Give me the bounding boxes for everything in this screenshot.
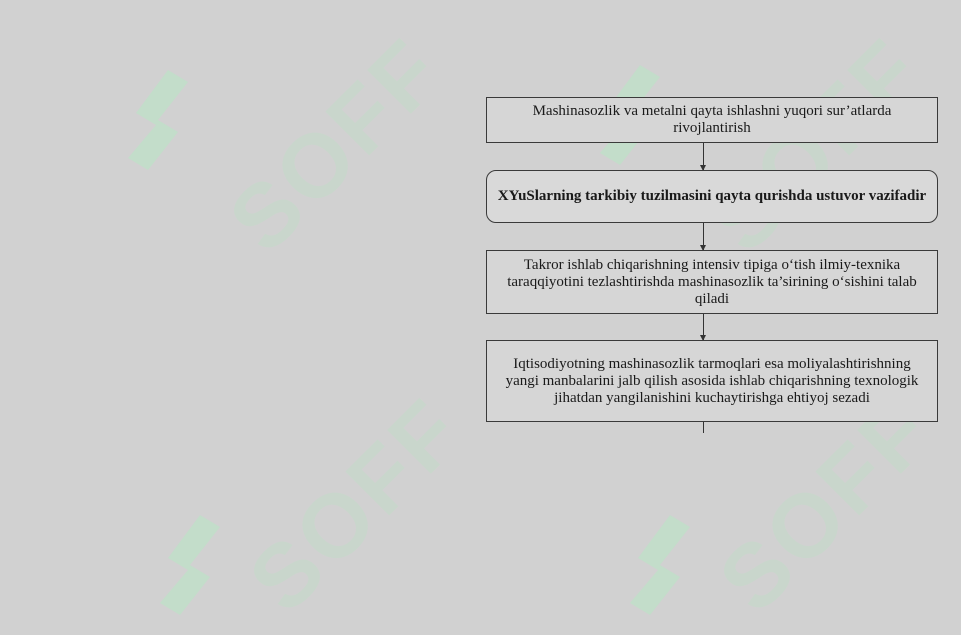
flow-arrow-2 bbox=[700, 223, 706, 251]
watermark-logo-icon bbox=[128, 70, 188, 170]
flow-connector-tail bbox=[703, 422, 704, 433]
flow-box-2-text: XYuSlarning tarkibiy tuzilmasini qayta q… bbox=[497, 188, 927, 204]
watermark-text: SOFF bbox=[690, 19, 943, 272]
flow-box-1-text: Mashinasozlik va metalni qayta ishlashni… bbox=[532, 103, 892, 136]
flow-box-4: Iqtisodiyotning mashinasozlik tarmoqlari… bbox=[486, 340, 938, 422]
flow-box-2: XYuSlarning tarkibiy tuzilmasini qayta q… bbox=[486, 170, 938, 223]
flow-arrow-1 bbox=[700, 143, 706, 171]
watermark-text: SOFF bbox=[230, 379, 483, 632]
flow-box-3-text: Takror ishlab chiqarishning intensiv tip… bbox=[507, 256, 917, 307]
flow-arrow-3 bbox=[700, 314, 706, 341]
flow-box-3: Takror ishlab chiqarishning intensiv tip… bbox=[486, 250, 938, 314]
flow-box-1: Mashinasozlik va metalni qayta ishlashni… bbox=[486, 97, 938, 143]
watermark-logo-icon bbox=[160, 515, 220, 615]
flow-box-4-text: Iqtisodiyotning mashinasozlik tarmoqlari… bbox=[505, 355, 919, 406]
watermark-logo-icon bbox=[630, 515, 690, 615]
watermark-text: SOFF bbox=[210, 19, 463, 272]
